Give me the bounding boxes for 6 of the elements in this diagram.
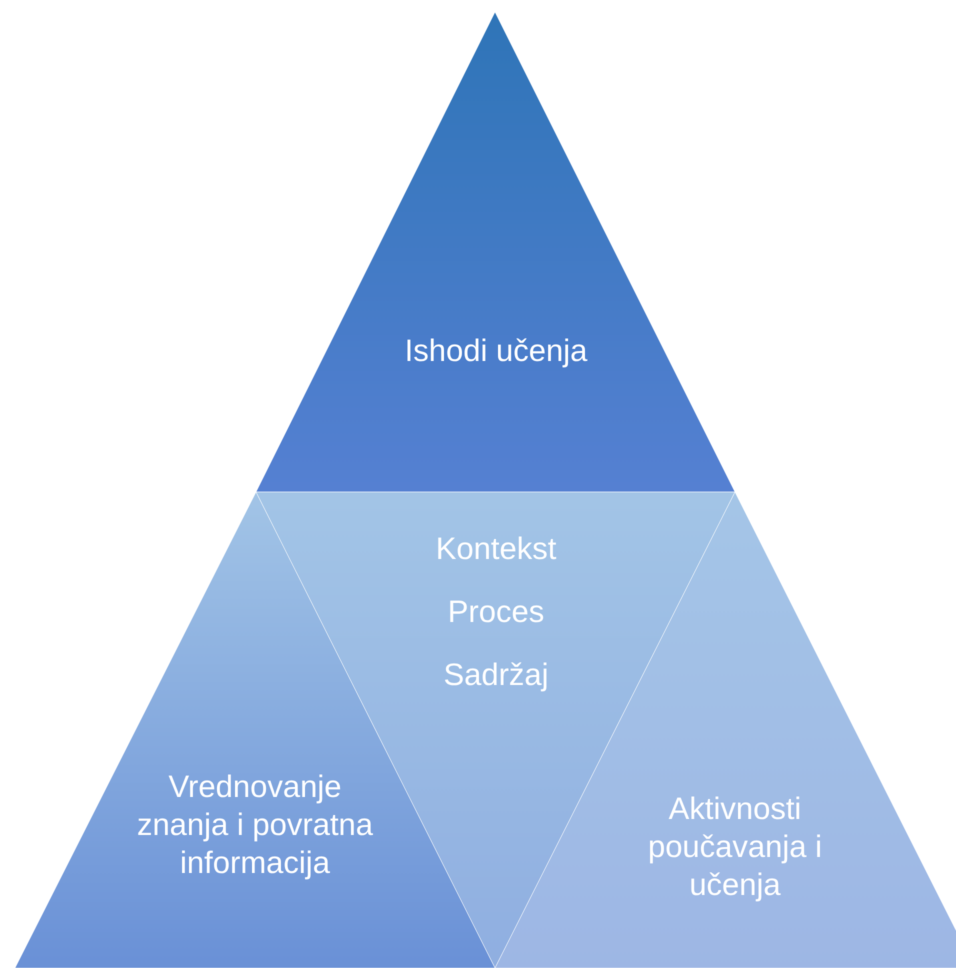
triangle-label: Aktivnosti poučavanja i učenja bbox=[646, 790, 824, 904]
triangle-label: Vrednovanje znanja i povratna informacija bbox=[136, 768, 374, 882]
triangle-label: Proces bbox=[446, 593, 546, 631]
triangle-label: Ishodi učenja bbox=[404, 332, 588, 370]
triangle-label: Kontekst bbox=[434, 530, 558, 568]
triangle-label: Sadržaj bbox=[442, 656, 550, 694]
